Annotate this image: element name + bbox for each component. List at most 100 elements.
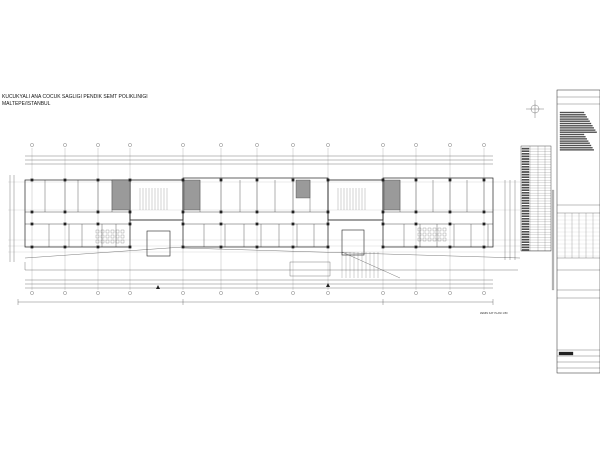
schedule-text bbox=[521, 194, 530, 197]
schedule-text bbox=[521, 238, 530, 241]
structural-column bbox=[30, 245, 34, 249]
structural-column bbox=[30, 178, 34, 182]
schedule-text bbox=[521, 241, 530, 243]
schedule-text bbox=[521, 205, 530, 207]
grid-bubble bbox=[448, 291, 452, 295]
grid-bubble bbox=[414, 143, 418, 147]
structural-column bbox=[448, 245, 452, 249]
structural-column bbox=[96, 178, 100, 182]
grid-bubble bbox=[291, 143, 295, 147]
furniture-chair bbox=[95, 229, 100, 234]
schedule-text bbox=[521, 233, 530, 236]
title-block-text bbox=[559, 118, 589, 120]
structural-column bbox=[326, 178, 330, 182]
schedule-text bbox=[521, 210, 530, 212]
structural-column bbox=[219, 210, 223, 214]
furniture-chair bbox=[100, 239, 105, 244]
structural-column bbox=[128, 245, 132, 249]
structural-column bbox=[482, 222, 486, 226]
grid-bubble bbox=[482, 143, 486, 147]
site-slope-line bbox=[24, 246, 184, 259]
furniture-chair bbox=[115, 239, 120, 244]
furniture-chair bbox=[115, 234, 120, 239]
drawing-location: MALTEPE/ISTANBUL bbox=[2, 101, 51, 107]
structural-column bbox=[63, 210, 67, 214]
structural-column bbox=[255, 210, 259, 214]
grid-bubble bbox=[96, 143, 100, 147]
schedule-text bbox=[521, 218, 530, 220]
grid-bubble bbox=[326, 291, 330, 295]
schedule-text bbox=[521, 189, 530, 191]
structural-column bbox=[128, 178, 132, 182]
wet-area-hatch bbox=[111, 179, 131, 211]
furniture-chair bbox=[432, 232, 437, 237]
schedule-text bbox=[521, 192, 530, 194]
furniture-chair bbox=[95, 234, 100, 239]
furniture-chair bbox=[432, 237, 437, 242]
schedule-text bbox=[521, 179, 530, 181]
schedule-text bbox=[521, 228, 530, 230]
grid-bubble bbox=[291, 291, 295, 295]
grid-bubble bbox=[219, 143, 223, 147]
structural-column bbox=[255, 222, 259, 226]
structural-column bbox=[63, 178, 67, 182]
furniture-chair bbox=[442, 227, 447, 232]
schedule-text bbox=[521, 166, 530, 168]
wet-area-hatch bbox=[183, 179, 201, 211]
structural-column bbox=[255, 178, 259, 182]
schedule-text bbox=[521, 184, 530, 186]
structural-column bbox=[291, 245, 295, 249]
structural-column bbox=[291, 210, 295, 214]
title-block-text bbox=[559, 125, 593, 127]
furniture-chair bbox=[105, 239, 110, 244]
furniture-chair bbox=[427, 227, 432, 232]
structural-column bbox=[381, 222, 385, 226]
furniture-chair bbox=[437, 227, 442, 232]
schedule-text bbox=[521, 231, 530, 233]
title-block-text bbox=[559, 136, 586, 138]
structural-column bbox=[291, 222, 295, 226]
schedule-text bbox=[521, 173, 530, 176]
structural-column bbox=[30, 210, 34, 214]
structural-column bbox=[414, 210, 418, 214]
structural-column bbox=[414, 245, 418, 249]
schedule-text bbox=[521, 176, 530, 178]
title-block-text bbox=[559, 133, 585, 136]
schedule-text bbox=[521, 163, 530, 165]
elevator-shaft bbox=[146, 230, 171, 257]
title-block-text bbox=[559, 142, 590, 144]
ramp-edge bbox=[341, 251, 401, 279]
structural-column bbox=[96, 245, 100, 249]
structural-column bbox=[291, 178, 295, 182]
grid-bubble bbox=[96, 291, 100, 295]
structural-column bbox=[326, 222, 330, 226]
furniture-chair bbox=[110, 239, 115, 244]
furniture-chair bbox=[105, 229, 110, 234]
furniture-chair bbox=[437, 232, 442, 237]
furniture-chair bbox=[100, 234, 105, 239]
structural-column bbox=[326, 210, 330, 214]
grid-bubble bbox=[414, 291, 418, 295]
title-block-text bbox=[559, 144, 592, 147]
schedule-text bbox=[521, 220, 530, 223]
title-block-text bbox=[559, 129, 596, 131]
schedule-text bbox=[521, 207, 530, 210]
title-block-text bbox=[559, 116, 587, 118]
structural-column bbox=[96, 222, 100, 226]
title-block-text bbox=[559, 140, 589, 142]
title-block-text bbox=[559, 149, 594, 151]
schedule-text bbox=[521, 155, 530, 158]
structural-column bbox=[181, 222, 185, 226]
schedule-text bbox=[521, 160, 530, 163]
schedule-text bbox=[521, 215, 530, 217]
structural-column bbox=[482, 178, 486, 182]
site-slope-line bbox=[182, 247, 521, 259]
grid-bubble bbox=[63, 143, 67, 147]
furniture-chair bbox=[110, 229, 115, 234]
room-schedule-table bbox=[520, 145, 552, 252]
structural-column bbox=[219, 222, 223, 226]
structural-column bbox=[181, 210, 185, 214]
grid-bubble bbox=[255, 291, 259, 295]
grid-bubble bbox=[128, 291, 132, 295]
furniture-chair bbox=[110, 234, 115, 239]
